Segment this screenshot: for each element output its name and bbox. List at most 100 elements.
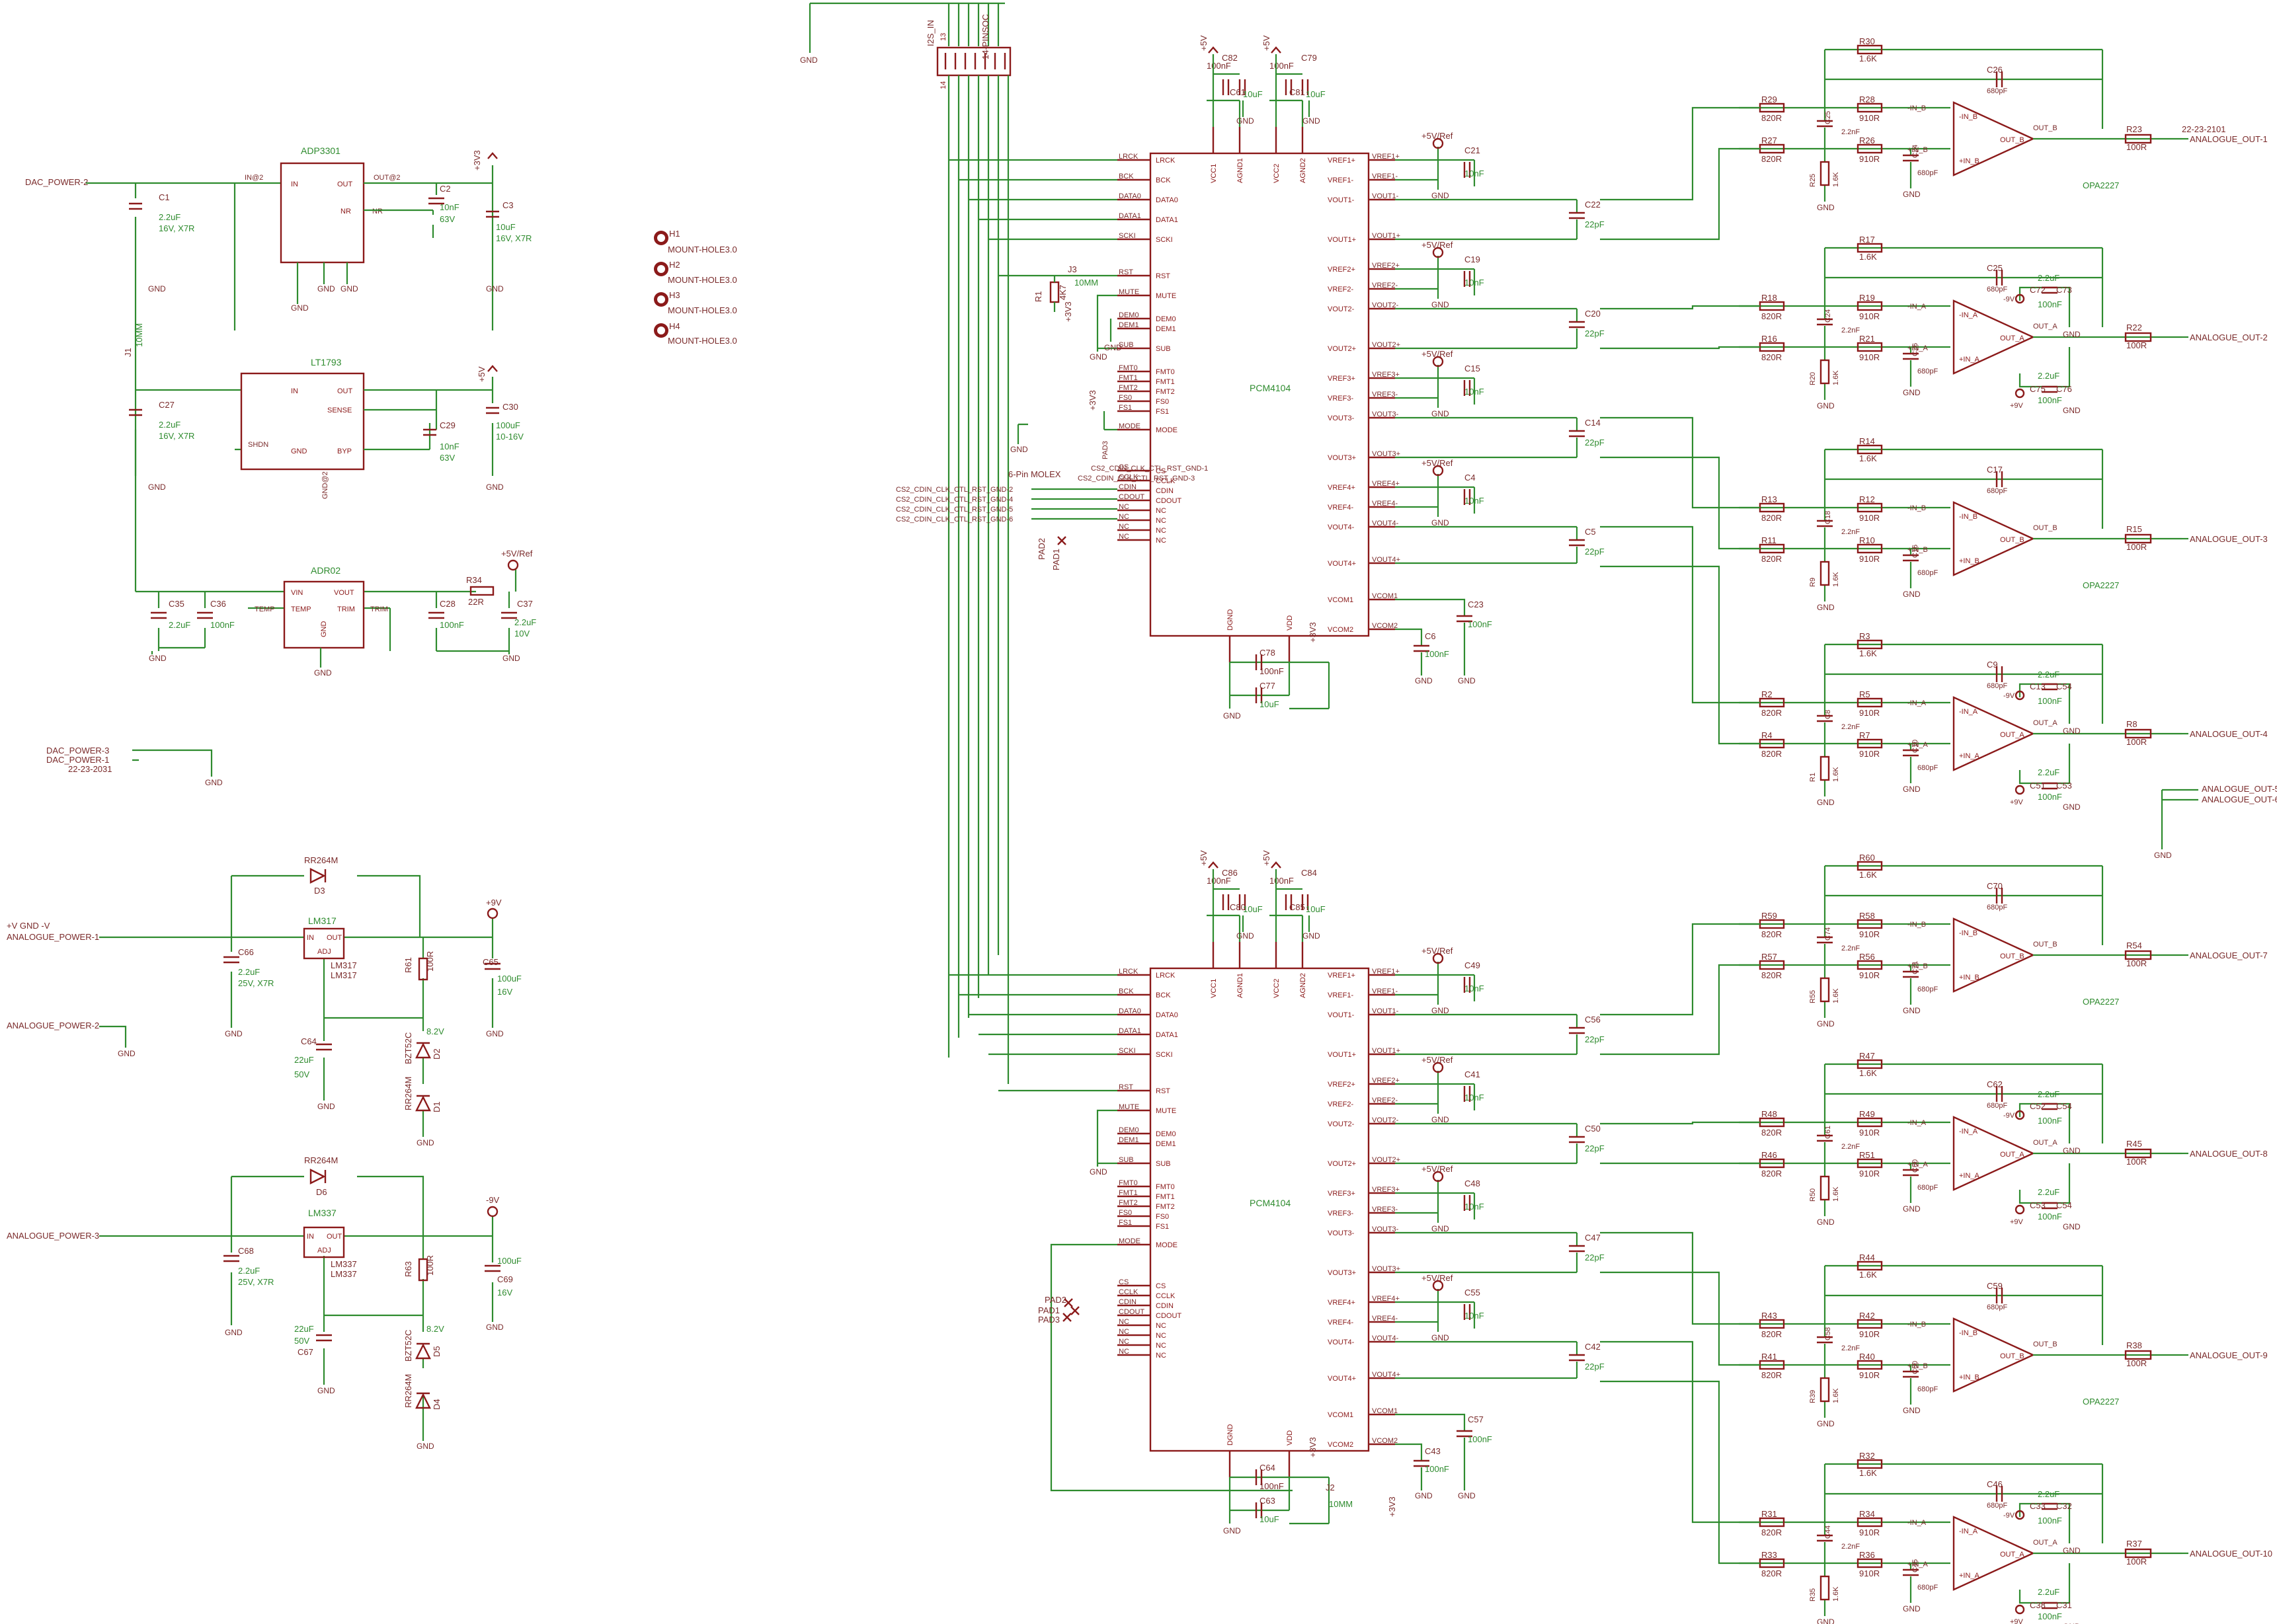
dac-pin-right: VCOM1 [1328, 1411, 1353, 1419]
input-resistor-value: 820R [1761, 311, 1782, 321]
wire [1208, 861, 1281, 869]
rail-5vref-symbol [1432, 465, 1444, 477]
dac-pin-left: NC [1156, 517, 1166, 525]
input-resistor-ref: R13 [1761, 494, 1777, 504]
input-resistor-ref: R7 [1859, 730, 1870, 740]
gnd-label: GND [2063, 330, 2081, 339]
wire [1903, 352, 1919, 360]
shunt-cap-ref: C8 [1824, 710, 1832, 719]
net-label-power: +V GND -V [7, 921, 50, 931]
gnd-label: GND [149, 654, 167, 663]
dac-pin-right: VCOM2 [1328, 1441, 1353, 1449]
dac-net-left: LRCK [1119, 968, 1138, 976]
wire [1228, 1476, 1330, 1525]
input-resistor-value: 820R [1761, 749, 1782, 759]
wire [1457, 1430, 1472, 1438]
resistor-r1-value: 4K7 [1058, 285, 1068, 300]
input-resistor-value: 910R [1859, 1128, 1880, 1138]
dac-net-left: FS0 [1119, 394, 1132, 402]
cap-c36-value: 100nF [210, 620, 235, 630]
wire [2042, 782, 2057, 790]
dac-pin-right: VREF2- [1328, 286, 1353, 293]
cap-c3-rating: 16V, X7R [496, 233, 532, 243]
resistor [1819, 161, 1830, 186]
input-resistor-value: 820R [1761, 1169, 1782, 1179]
dac-pin-right: VOUT4+ [1328, 560, 1356, 568]
supply-cap-value: 2.2uF [2038, 1587, 2059, 1597]
gnd-label: GND [317, 284, 335, 293]
pcm4104-body [1149, 152, 1370, 637]
rail-m9v: -9V [2003, 692, 2015, 700]
dac-net-left: NC [1119, 513, 1129, 521]
cap-c29-value: 10nF [440, 442, 459, 451]
wire [1817, 715, 1833, 722]
header-pin-14: 14 [939, 81, 947, 89]
input-resistor-ref: R2 [1761, 689, 1773, 699]
dac-decoupling-value: 10uF [1243, 904, 1263, 914]
cap-c3-value: 10uF [496, 222, 516, 232]
cap-c35-value: 2.2uF [169, 620, 190, 630]
supply-cap-value: 100nF [2038, 395, 2062, 405]
gnd-label: GND [1903, 388, 1921, 397]
opamp-net-inverting: -IN_A [1907, 303, 1927, 311]
wire [1222, 79, 1230, 95]
vref-cap-ref: C15 [1464, 364, 1480, 373]
dac-pin-left: SCKI [1156, 236, 1173, 244]
opamp-pin-inverting: -IN_B [1959, 513, 1977, 521]
adr02-pin-gnd: GND [320, 621, 328, 638]
wire [1903, 1568, 1919, 1576]
cap-c66-ref: C66 [238, 947, 254, 957]
cap-c68-value: 2.2uF [238, 1266, 260, 1276]
dac-pin-left: MODE [1156, 1241, 1178, 1249]
vout-cap-value: 22pF [1585, 1143, 1605, 1153]
net-label-analogue-power-1: ANALOGUE_POWER-1 [7, 932, 99, 942]
gnd-label: GND [1415, 676, 1433, 685]
dac-pin-left: FMT0 [1156, 1183, 1175, 1191]
vout-cap-value: 22pF [1585, 1253, 1605, 1262]
dac-pin-left: SUB [1156, 1160, 1171, 1168]
opamp-net-output: OUT_A [2033, 323, 2057, 330]
opamp-net-noninverting: +IN_A [1907, 741, 1929, 749]
dac-net-left: FMT2 [1119, 384, 1138, 392]
gnd-label: GND [1090, 352, 1107, 362]
input-resistor-value: 820R [1761, 1329, 1782, 1339]
supply-cap-value: 100nF [2038, 1212, 2062, 1221]
dac-decoupling-ref: C77 [1259, 681, 1275, 691]
supply-cap-value: 100nF [2038, 1116, 2062, 1126]
input-resistor-ref: R49 [1859, 1109, 1875, 1119]
wire [1242, 915, 1310, 932]
shunt-resistor-ref: R55 [1809, 990, 1817, 1003]
input-resistor-value: 910R [1859, 1370, 1880, 1380]
resistor [1819, 561, 1830, 586]
opamp-net-inverting: -IN_B [1907, 104, 1926, 112]
wire [1096, 294, 1117, 352]
dac-decoupling-ref: C64 [1259, 1463, 1275, 1473]
input-resistor-value: 820R [1761, 970, 1782, 980]
wire [1463, 380, 1471, 396]
input-resistor-ref: R42 [1859, 1311, 1875, 1321]
opamp-net-noninverting: +IN_A [1907, 1561, 1929, 1568]
pad-3: PAD3 [1101, 441, 1109, 459]
vref-cap-value: 10nF [1464, 169, 1484, 178]
opamp-net-noninverting: +IN_B [1907, 962, 1928, 970]
wire [1817, 318, 1833, 326]
feedback-cap-ref: C26 [1987, 65, 2003, 75]
wire [1995, 1086, 2003, 1102]
dac-pin-right: VREF2- [1328, 1101, 1353, 1108]
dac-pin-left: CDIN [1156, 487, 1174, 495]
opamp-pin-output: OUT_A [2000, 1151, 2024, 1159]
output-filter-stages: R301.6KC26680pFR29820RR28910RR27820RR269… [1600, 36, 2272, 1624]
gnd-label: GND [2154, 851, 2172, 860]
shunt-cap2-value: 680pF [1917, 1385, 1938, 1393]
dac-net-left: SUB [1119, 1156, 1134, 1164]
opamp-symbol [1952, 1116, 2035, 1191]
shunt-cap-value: 2.2nF [1841, 1143, 1860, 1151]
rail-5v: +5V [1261, 35, 1271, 51]
gnd-label: GND [1236, 931, 1254, 941]
dac-pin-right: VREF3+ [1328, 375, 1355, 383]
wire [1903, 970, 1919, 978]
filter-stage-4: R31.6KC9680pFR2820RR5910RR4820RR7910RC82… [1739, 631, 2268, 812]
opamp-pin-inverting: -IN_B [1959, 113, 1977, 121]
gnd-label: GND [2063, 1146, 2081, 1155]
wire [1062, 1298, 1080, 1322]
